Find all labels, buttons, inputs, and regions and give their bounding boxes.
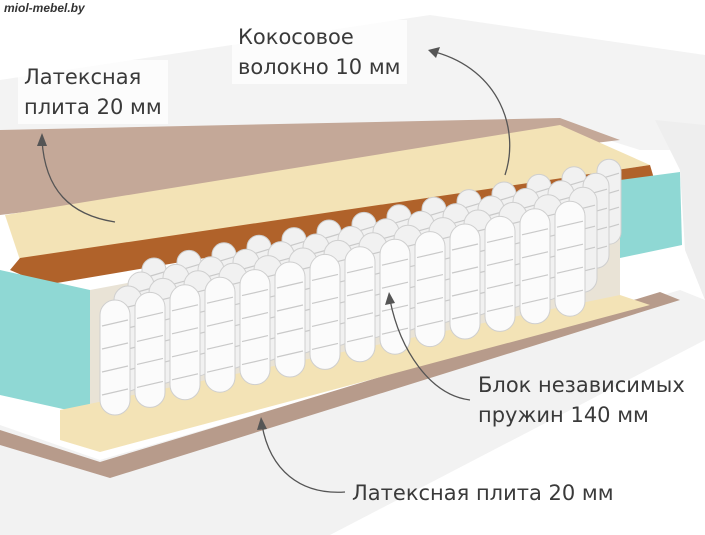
arrow-top-latex — [41, 139, 116, 223]
label-springs: Блок независимых пружин 140 мм — [478, 370, 685, 430]
arrow-springs — [389, 299, 471, 401]
spring-block — [99, 158, 622, 416]
arrow-bottom-latex — [261, 424, 346, 493]
label-line: плита 20 мм — [24, 95, 162, 119]
label-top-latex: Латексная плита 20 мм — [18, 60, 168, 124]
spring-coil — [99, 299, 131, 416]
label-coconut: Кокосовое волокно 10 мм — [232, 20, 407, 84]
arrow-coconut — [434, 51, 511, 176]
label-line: Кокосовое — [238, 25, 354, 49]
arrow-heads — [37, 47, 440, 430]
spring-coil — [239, 269, 271, 386]
spring-coil — [344, 246, 376, 363]
label-line: Блок независимых — [478, 373, 685, 397]
spring-coil — [414, 231, 446, 348]
spring-coil — [274, 261, 306, 378]
spring-coil — [484, 215, 516, 332]
label-line: Латексная — [24, 65, 142, 89]
watermark: miol-mebel.by — [4, 1, 85, 15]
right-cover-fold — [655, 120, 705, 300]
spring-coil — [554, 200, 586, 317]
left-foam-block — [0, 270, 90, 415]
right-foam-block — [620, 172, 682, 258]
spring-coil — [169, 284, 201, 401]
label-line: волокно 10 мм — [238, 55, 401, 79]
spring-coil — [379, 238, 411, 355]
label-bottom-latex: Латексная плита 20 мм — [352, 481, 614, 505]
top-latex-layer — [5, 125, 650, 260]
bottom-latex-layer — [60, 295, 650, 452]
callout-arrows — [41, 51, 511, 493]
bottom-cover — [0, 290, 705, 535]
label-line: пружин 140 мм — [478, 403, 649, 427]
spring-coil — [309, 253, 341, 370]
spring-coil — [134, 291, 166, 408]
spring-coil — [204, 276, 236, 393]
spring-coil — [449, 223, 481, 340]
spring-coil — [519, 208, 551, 325]
